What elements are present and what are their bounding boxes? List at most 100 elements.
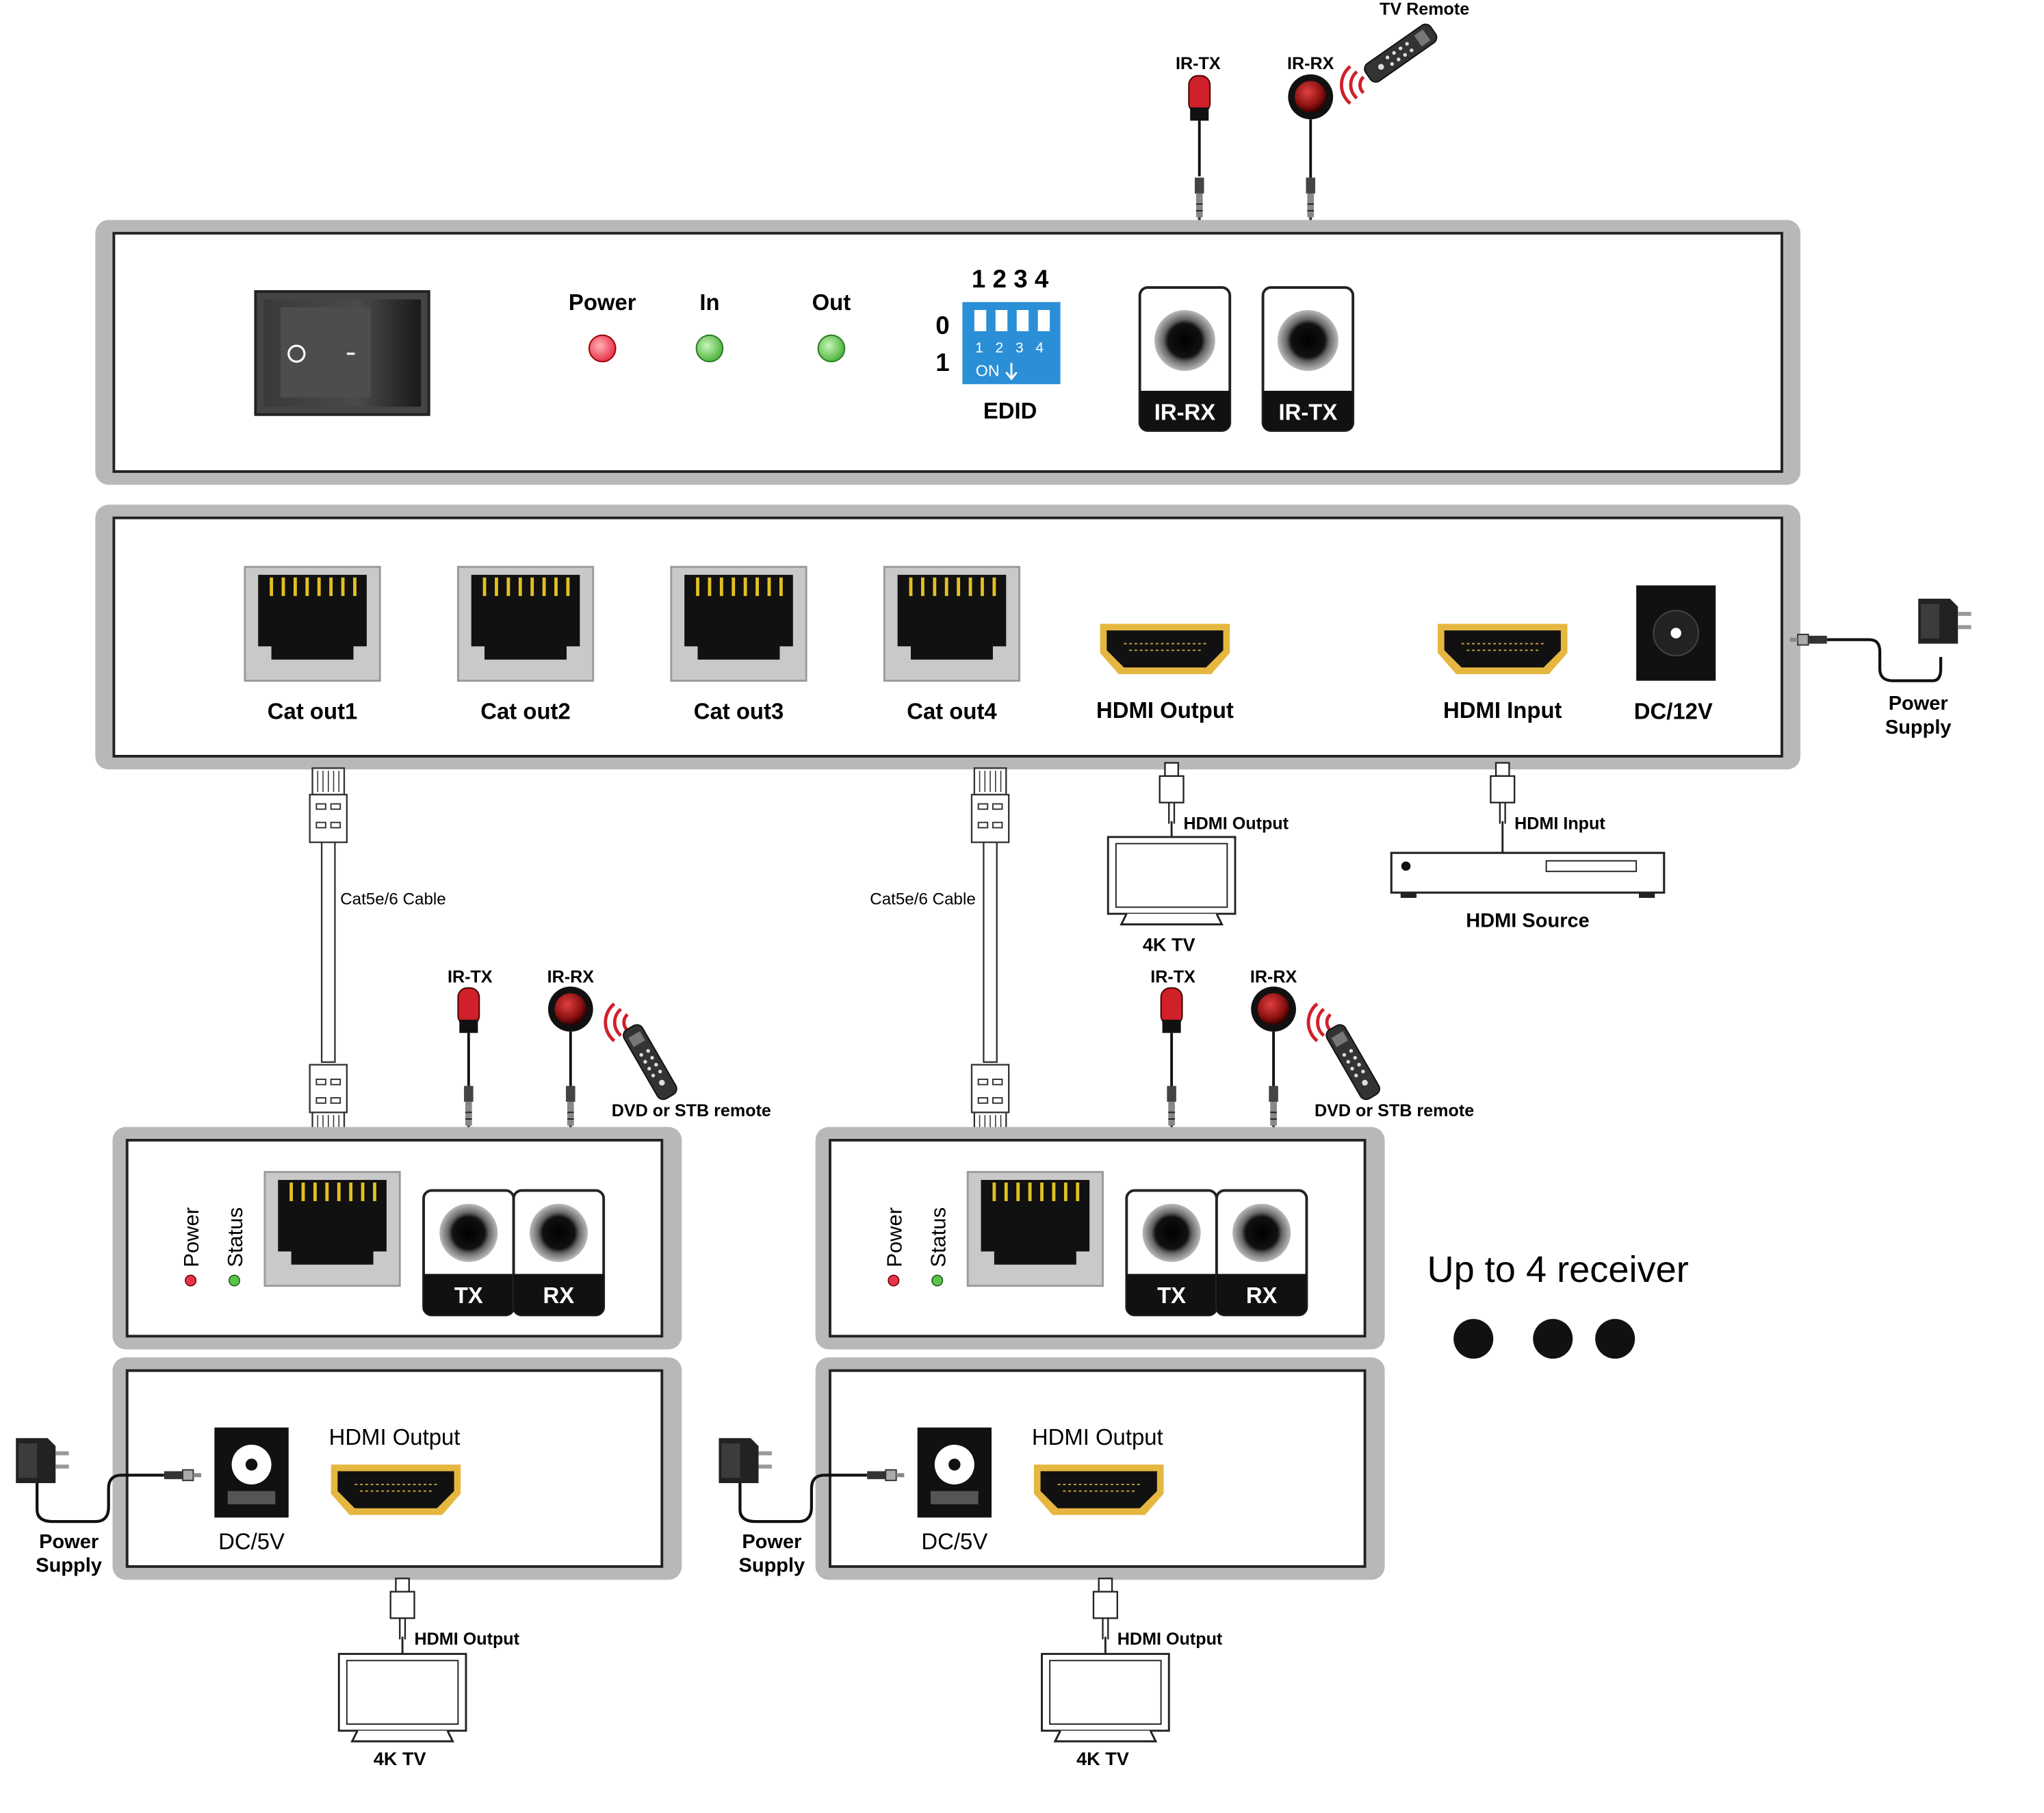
hdmi-output-label: HDMI Output [1096,697,1234,723]
tv-remote-icon [1361,21,1440,86]
cat-out1-label: Cat out1 [268,699,357,724]
dip-one-label: 1 [935,348,949,376]
receiver-1-tx-label: TX [454,1283,483,1308]
hdmi-output-port[interactable] [1099,623,1231,675]
receiver-1-remote-label: DVD or STB remote [612,1101,771,1120]
arrow-down-icon [1005,363,1018,381]
hdmi-source-label: HDMI Source [1466,910,1589,931]
ir-tx-port[interactable] [1261,286,1355,432]
ellipsis-dot [1533,1319,1573,1359]
receiver-2-status-label: Status [926,1207,950,1268]
receiver-2-remote-label: DVD or STB remote [1315,1101,1474,1120]
hdmi-input-port[interactable] [1436,623,1568,675]
main-power-supply [1789,598,1971,682]
top-ir-rx-cable [1286,73,1335,227]
dip-numbers: 1 2 3 4 [972,265,1049,293]
led-out-label: Out [812,290,851,315]
ir-tx-port-label: IR-TX [1278,400,1337,425]
receiver-2-tx-port[interactable] [1125,1189,1218,1317]
receiver-2-hdmi-output-port[interactable] [1033,1463,1165,1516]
receiver-2-tv-hdmi-output-label: HDMI Output [1117,1630,1223,1649]
led-in [695,334,724,363]
power-switch[interactable] [254,290,430,416]
cat-cable-left [309,767,348,1140]
cat-out1-port[interactable] [245,567,380,680]
receiver-1-tx-port[interactable] [422,1189,515,1317]
receiver-1-hdmi-output-port[interactable] [330,1463,462,1516]
receiver-2-ir-tx-label: IR-TX [1150,968,1195,987]
ellipsis-dot [1453,1319,1494,1359]
receiver-2-hdmi-output-label: HDMI Output [1032,1424,1163,1450]
source-hdmi-input-label: HDMI Input [1514,814,1605,833]
receiver-1-status-label: Status [223,1207,247,1268]
cable-right-label: Cat5e/6 Cable [870,890,976,909]
hdmi-source-device [1390,762,1666,898]
ellipsis-dot [1595,1319,1635,1359]
top-ir-tx-label: IR-TX [1176,54,1221,73]
receiver-2-dc5v-port[interactable] [917,1427,992,1518]
cat-out4-label: Cat out4 [907,699,997,724]
dip-inner-numbers: 1 2 3 4 [975,339,1048,356]
receiver-1-hdmi-output-label: HDMI Output [329,1424,461,1450]
receiver-1-power-supply-label2: Supply [36,1555,102,1577]
led-in-label: In [699,290,719,315]
tv-remote-label: TV Remote [1380,0,1469,19]
receiver-2-power-label: Power [882,1207,906,1268]
receiver-2-rx-port[interactable] [1215,1189,1308,1317]
main-power-supply-label1: Power [1889,693,1948,715]
receiver-2-remote-icon [1323,1021,1383,1103]
dip-zero-label: 0 [935,311,949,339]
cat-out2-port[interactable] [458,567,593,680]
dip-on-label: ON [976,362,1000,380]
receiver-2-power-supply-label1: Power [742,1531,801,1553]
led-power-label: Power [569,290,636,315]
receiver-2-ir-tx-icon [1159,986,1184,1090]
led-out [817,334,846,363]
receiver-1-dc5v-port[interactable] [214,1427,289,1518]
cat-out3-label: Cat out3 [694,699,784,724]
top-ir-tx-cable [1187,74,1212,227]
cat-out2-label: Cat out2 [480,699,571,724]
tv-label: 4K TV [1143,934,1195,955]
receiver-1-power-led [185,1274,197,1287]
tv-hdmi-output-label: HDMI Output [1184,814,1289,833]
receiver-1-ir-tx-label: IR-TX [448,968,493,987]
receiver-1 [16,985,682,1743]
receiver-2-power-led [888,1274,900,1287]
ir-rx-port[interactable] [1138,286,1232,432]
receiver-2-tv-label: 4K TV [1076,1748,1129,1769]
hdmi-input-label: HDMI Input [1443,697,1562,723]
receiver-2-tx-label: TX [1157,1283,1186,1308]
up-to-label: Up to 4 receiver [1427,1249,1688,1290]
receiver-2 [719,985,1385,1743]
receiver-1-rx-port[interactable] [512,1189,606,1317]
dc12v-label: DC/12V [1634,699,1713,724]
top-ir-rx-label: IR-RX [1287,54,1334,73]
receiver-1-power-label: Power [179,1207,203,1268]
hdmi-cable-tv [1107,762,1237,926]
ir-signal-icon [1341,66,1363,103]
dc12v-port[interactable] [1636,585,1716,681]
receiver-2-ir-rx-label: IR-RX [1250,968,1297,987]
ir-rx-port-label: IR-RX [1154,400,1216,425]
receiver-1-tv-label: 4K TV [374,1748,426,1769]
receiver-2-power-supply-label2: Supply [739,1555,805,1577]
receiver-1-ir-rx-label: IR-RX [547,968,595,987]
cat-out4-port[interactable] [884,567,1019,680]
receiver-2-status-led [931,1274,944,1287]
cat-cable-right [970,767,1010,1140]
receiver-1-power-supply-label1: Power [39,1531,99,1553]
edid-label: EDID [983,398,1037,424]
receiver-1-status-led [228,1274,240,1287]
main-power-supply-label2: Supply [1885,717,1952,738]
cable-left-label: Cat5e/6 Cable [340,890,446,909]
receiver-1-dc5v-label: DC/5V [218,1529,285,1554]
receiver-2-rj45-port[interactable] [968,1172,1102,1285]
receiver-2-dc5v-label: DC/5V [921,1529,987,1554]
receiver-2-rx-label: RX [1246,1283,1278,1308]
receiver-1-remote-icon [620,1021,680,1103]
cat-out3-port[interactable] [671,567,806,680]
receiver-1-rj45-port[interactable] [265,1172,400,1285]
receiver-1-ir-tx-icon [456,986,481,1090]
